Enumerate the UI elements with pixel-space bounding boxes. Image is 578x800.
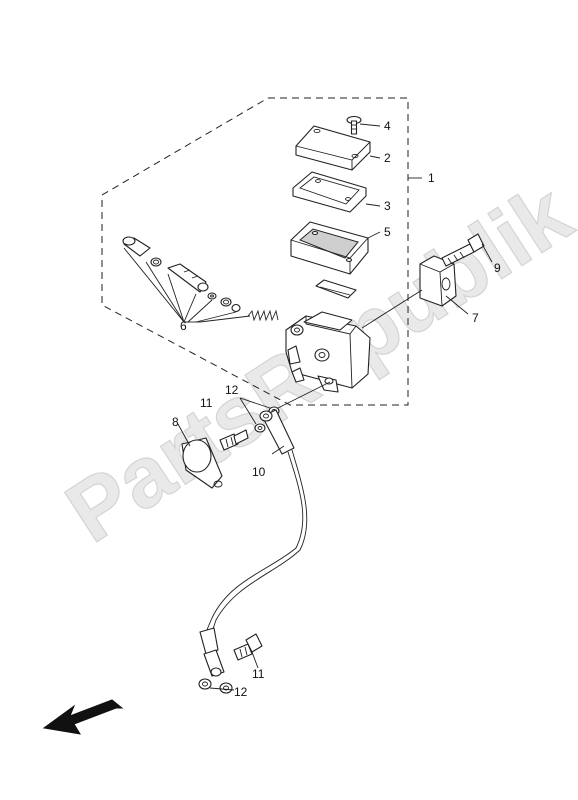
part-3-plate (292, 171, 367, 213)
master-cylinder-body (285, 311, 371, 393)
part-12-washers-upper (239, 381, 331, 433)
callout-2: 2 (384, 151, 391, 165)
callout-leaders-upper (359, 123, 422, 239)
callout-9: 9 (494, 261, 501, 275)
callout-8: 8 (172, 415, 179, 429)
callout-7: 7 (472, 311, 479, 325)
part-8-hose-cover (177, 423, 223, 489)
callout-11-upper: 11 (200, 396, 213, 410)
callout-6: 6 (180, 319, 187, 333)
holder-to-body-line (361, 289, 423, 329)
assembly-boundary (101, 97, 409, 406)
callout-4: 4 (384, 119, 391, 133)
callout-12-upper: 12 (225, 383, 239, 397)
reservoir-insert (315, 279, 357, 299)
part-11-union-bolt-upper (219, 429, 249, 451)
part-5-diaphragm (290, 221, 369, 275)
part-10-brake-hose (199, 409, 308, 677)
part-11-union-bolt-lower (233, 633, 263, 669)
callout-1: 1 (428, 171, 435, 185)
part-9-bolt (441, 233, 493, 267)
callout-3: 3 (384, 199, 391, 213)
callout-12-lower: 12 (234, 685, 248, 699)
part-12-washers-lower (198, 678, 235, 694)
callout-11-lower: 11 (252, 667, 265, 681)
callout-10: 10 (252, 465, 266, 479)
part-7-holder (419, 255, 469, 315)
arrow-pointing-lower-left-icon (42, 699, 124, 735)
part-6-piston-kit (122, 236, 279, 323)
part-2-cap (295, 125, 371, 171)
part-4-screw (346, 115, 362, 135)
callout-5: 5 (384, 225, 391, 239)
